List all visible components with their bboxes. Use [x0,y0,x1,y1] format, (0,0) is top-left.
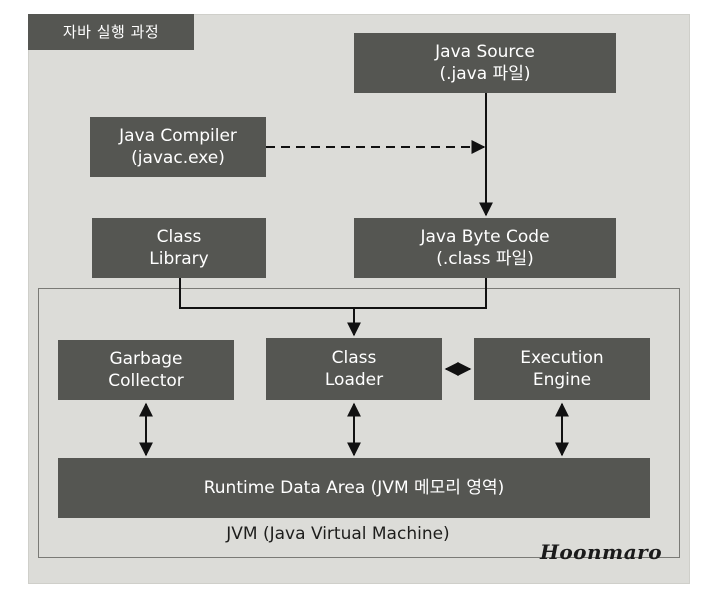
node-class-loader: Class Loader [266,338,442,400]
node-java-byte-code-line-1: Java Byte Code [420,227,550,247]
node-class-library-line-2: Library [149,249,209,269]
node-java-compiler-line-2: (javac.exe) [131,148,225,168]
node-garbage-collector: Garbage Collector [58,340,234,400]
node-java-byte-code-line-2: (.class 파일) [436,249,534,269]
node-garbage-collector-line-2: Collector [108,371,184,391]
node-runtime-data-area: Runtime Data Area (JVM 메모리 영역) [58,458,650,518]
diagram-title: 자바 실행 과정 [28,14,194,50]
line-bytecode-to-loader [354,278,487,309]
node-java-source-line-1: Java Source [435,42,535,62]
node-class-library: Class Library [92,218,266,278]
node-execution-engine-line-1: Execution [520,348,604,368]
node-java-compiler: Java Compiler (javac.exe) [90,117,266,177]
node-class-loader-line-1: Class [331,348,377,368]
node-class-loader-line-2: Loader [324,370,384,390]
node-class-library-line-1: Class [156,227,202,247]
node-java-source: Java Source (.java 파일) [354,33,616,93]
jvm-container [38,288,680,558]
node-execution-engine-line-2: Engine [532,370,592,390]
node-execution-engine: Execution Engine [474,338,650,400]
node-java-byte-code: Java Byte Code (.class 파일) [354,218,616,278]
node-java-source-line-2: (.java 파일) [439,64,531,84]
author-signature: Hoonmaro [539,540,663,564]
node-java-compiler-line-1: Java Compiler [119,126,237,146]
jvm-container-label: JVM (Java Virtual Machine) [226,524,450,544]
node-runtime-data-area-line-1: Runtime Data Area (JVM 메모리 영역) [203,478,505,498]
line-library-to-loader [179,278,354,309]
node-garbage-collector-line-1: Garbage [109,349,183,369]
